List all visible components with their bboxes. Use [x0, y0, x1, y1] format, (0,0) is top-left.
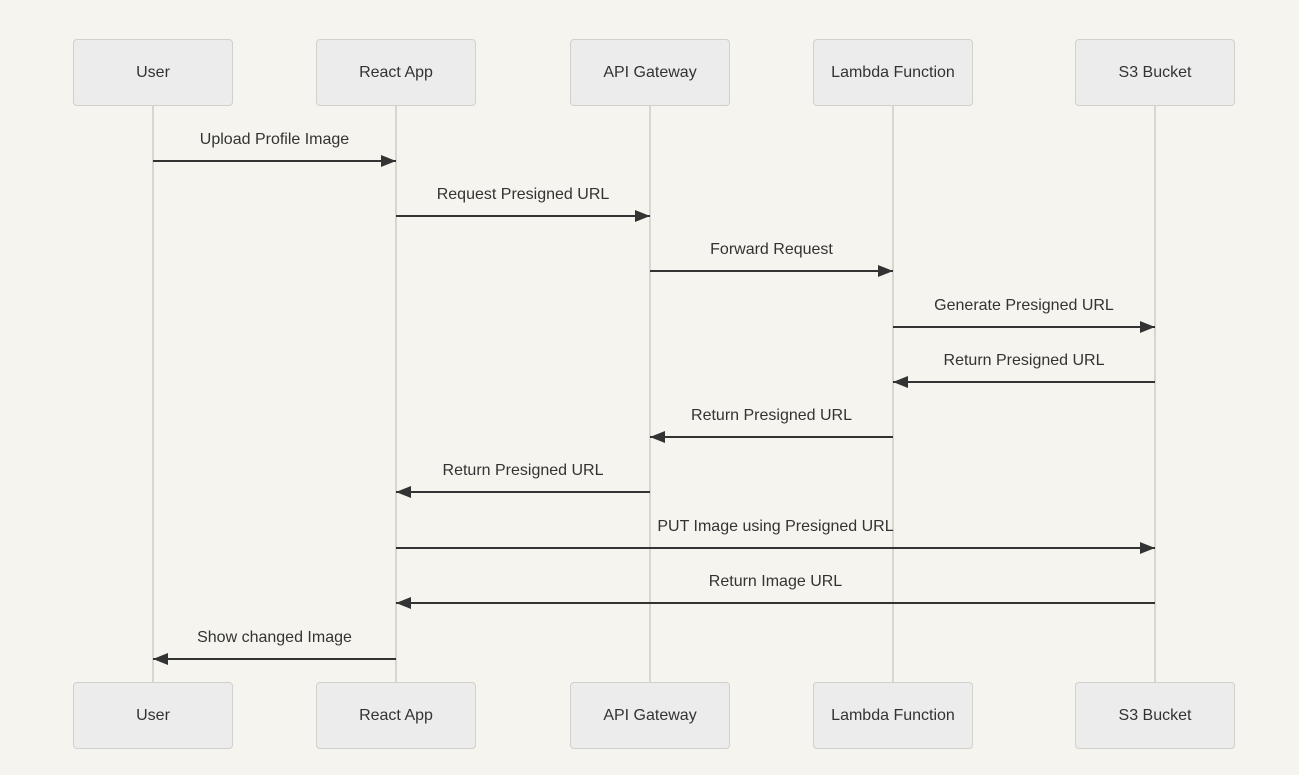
message-label: Show changed Image [197, 629, 352, 646]
participant-lambda-bottom: Lambda Function [813, 682, 973, 749]
message-line [893, 326, 1155, 328]
message-line [650, 436, 893, 438]
lifeline-s3-bucket [1154, 106, 1156, 682]
message-label: Return Presigned URL [442, 462, 604, 479]
lifeline-lambda [892, 106, 894, 682]
participant-react-app-bottom: React App [316, 682, 476, 749]
participant-react-app-top: React App [316, 39, 476, 106]
message-line [396, 491, 650, 493]
arrowhead-icon [878, 265, 893, 277]
message-label: Upload Profile Image [199, 131, 350, 148]
message-label: Return Image URL [708, 573, 843, 590]
arrowhead-icon [635, 210, 650, 222]
message-line [396, 547, 1155, 549]
participant-label: React App [359, 706, 433, 724]
lifeline-react-app [395, 106, 397, 682]
arrowhead-icon [381, 155, 396, 167]
participant-label: S3 Bucket [1118, 63, 1192, 81]
participant-label: API Gateway [603, 63, 697, 81]
participant-api-gateway-bottom: API Gateway [570, 682, 730, 749]
arrowhead-icon [1140, 321, 1155, 333]
participant-label: S3 Bucket [1118, 706, 1192, 724]
arrowhead-icon [396, 486, 411, 498]
message-label: PUT Image using Presigned URL [657, 518, 894, 535]
message-label: Return Presigned URL [691, 407, 852, 424]
message-line [650, 270, 893, 272]
lifeline-api-gateway [649, 106, 651, 682]
participant-s3-bucket-bottom: S3 Bucket [1075, 682, 1235, 749]
message-line [396, 215, 650, 217]
participant-api-gateway-top: API Gateway [570, 39, 730, 106]
participant-label: API Gateway [603, 706, 697, 724]
participant-s3-bucket-top: S3 Bucket [1075, 39, 1235, 106]
arrowhead-icon [396, 597, 411, 609]
participant-lambda-top: Lambda Function [813, 39, 973, 106]
participant-label: Lambda Function [831, 63, 955, 81]
message-label: Return Presigned URL [943, 352, 1105, 369]
arrowhead-icon [153, 653, 168, 665]
message-label: Generate Presigned URL [934, 297, 1114, 314]
arrowhead-icon [893, 376, 908, 388]
participant-user-top: User [73, 39, 233, 106]
participant-label: React App [359, 63, 433, 81]
arrowhead-icon [650, 431, 665, 443]
participant-label: Lambda Function [831, 706, 955, 724]
message-line [893, 381, 1155, 383]
lifeline-user [152, 106, 154, 682]
arrowhead-icon [1140, 542, 1155, 554]
message-label: Forward Request [710, 241, 833, 258]
message-line [396, 602, 1155, 604]
participant-user-bottom: User [73, 682, 233, 749]
message-line [153, 160, 396, 162]
participant-label: User [136, 706, 170, 724]
message-label: Request Presigned URL [436, 186, 610, 203]
participant-label: User [136, 63, 170, 81]
message-line [153, 658, 396, 660]
